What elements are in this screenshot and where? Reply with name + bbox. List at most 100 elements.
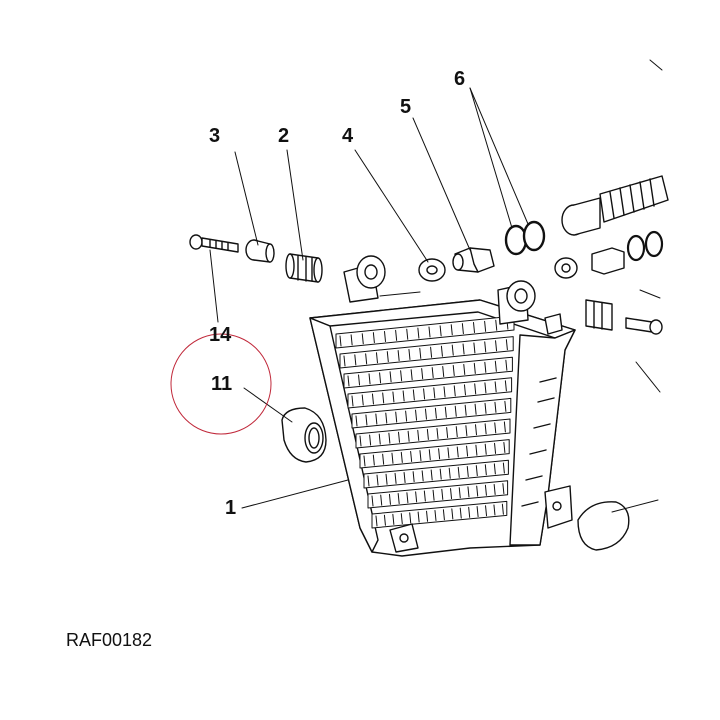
fin-tick — [484, 341, 487, 353]
fin-tick — [400, 451, 403, 463]
fin-tick — [485, 505, 488, 517]
fin-tick — [351, 395, 354, 407]
fin-tick — [466, 466, 469, 478]
fin-tick — [355, 415, 358, 427]
fin-tick — [493, 504, 496, 516]
fin-tick — [484, 423, 487, 435]
fin-tick — [434, 407, 437, 419]
fin-tick — [503, 442, 506, 453]
fin-tick — [343, 355, 346, 367]
fin-tick — [421, 368, 424, 380]
fin-tick — [347, 375, 350, 387]
fin-tick — [378, 433, 381, 445]
fin-tick — [494, 381, 497, 393]
fin-tick — [458, 487, 461, 499]
fin-tick — [385, 412, 388, 424]
fin-row — [339, 336, 514, 369]
fin-tick — [428, 326, 431, 338]
fin-row — [351, 397, 512, 429]
fin-tick — [484, 361, 487, 373]
fin-tick — [501, 503, 504, 515]
fin-tick — [441, 488, 444, 500]
washer-4 — [418, 258, 446, 282]
callout-1: 1 — [225, 497, 237, 519]
fin-tick — [405, 410, 408, 422]
fin-tick — [459, 507, 462, 519]
fin-tick — [419, 450, 422, 462]
callout-11: 11 — [211, 373, 233, 395]
union-fitting-5 — [452, 247, 495, 273]
fin-tick — [417, 429, 420, 441]
fin-tick — [463, 363, 466, 375]
fin-tick — [484, 320, 487, 332]
fin-tick — [392, 391, 395, 403]
fin-tick — [383, 514, 386, 526]
fin-tick — [339, 335, 342, 347]
fin-tick — [494, 422, 497, 434]
spacer-3 — [245, 239, 275, 263]
fin-tick — [386, 351, 389, 363]
fin-tick — [464, 404, 467, 416]
fin-tick — [505, 359, 508, 371]
fin-tick — [400, 370, 403, 382]
fin-tick — [504, 380, 507, 392]
fin-tick — [438, 448, 441, 460]
fin-tick — [389, 371, 392, 383]
fin-tick — [365, 353, 368, 365]
fin-tick — [444, 406, 447, 418]
lower-hose-fittings — [554, 230, 664, 335]
fin-tick — [475, 444, 478, 456]
fin-tick — [447, 447, 450, 459]
fin-tick — [367, 475, 370, 487]
fin-tick — [412, 471, 415, 483]
fin-tick — [397, 493, 400, 505]
fin-tick — [461, 323, 464, 335]
fin-row — [335, 315, 515, 349]
fin-tick — [455, 426, 458, 438]
fin-tick — [423, 388, 426, 400]
fin-tick — [395, 411, 398, 423]
bolt-14 — [189, 234, 239, 253]
fin-tick — [382, 392, 385, 404]
grommet-2 — [285, 253, 323, 283]
fin-tick — [409, 512, 412, 524]
fin-tick — [417, 327, 420, 339]
fin-tick — [433, 387, 436, 399]
fin-tick — [502, 483, 505, 495]
fin-row — [367, 480, 509, 509]
fin-tick — [494, 401, 497, 413]
fin-tick — [376, 474, 379, 486]
fin-tick — [456, 446, 459, 458]
fin-tick — [442, 366, 445, 378]
fin-tick — [484, 443, 487, 455]
fin-tick — [417, 511, 420, 523]
fin-row — [343, 356, 513, 389]
fin-tick — [371, 495, 374, 507]
callout-2: 2 — [278, 125, 290, 147]
fin-tick — [361, 394, 364, 406]
fin-tick — [365, 414, 368, 426]
fin-tick — [484, 464, 487, 476]
fin-tick — [473, 362, 476, 374]
fin-tick — [402, 390, 405, 402]
fin-tick — [431, 367, 434, 379]
fin-tick — [375, 352, 378, 364]
fin-tick — [408, 348, 411, 360]
fin-tick — [368, 373, 371, 385]
fin-tick — [503, 421, 506, 433]
fin-tick — [494, 442, 497, 454]
callout-4: 4 — [342, 125, 354, 147]
reference-code: RAF00182 — [66, 630, 153, 650]
fin-tick — [484, 382, 487, 394]
fin-tick — [384, 331, 386, 342]
fin-tick — [451, 508, 454, 520]
fin-tick — [361, 333, 364, 345]
fin-tick — [403, 472, 406, 484]
fin-tick — [434, 509, 437, 521]
callout-6: 6 — [454, 68, 466, 90]
cooling-fins — [335, 315, 515, 529]
fin-tick — [385, 473, 388, 485]
fin-tick — [473, 322, 475, 333]
fin-tick — [382, 453, 385, 465]
